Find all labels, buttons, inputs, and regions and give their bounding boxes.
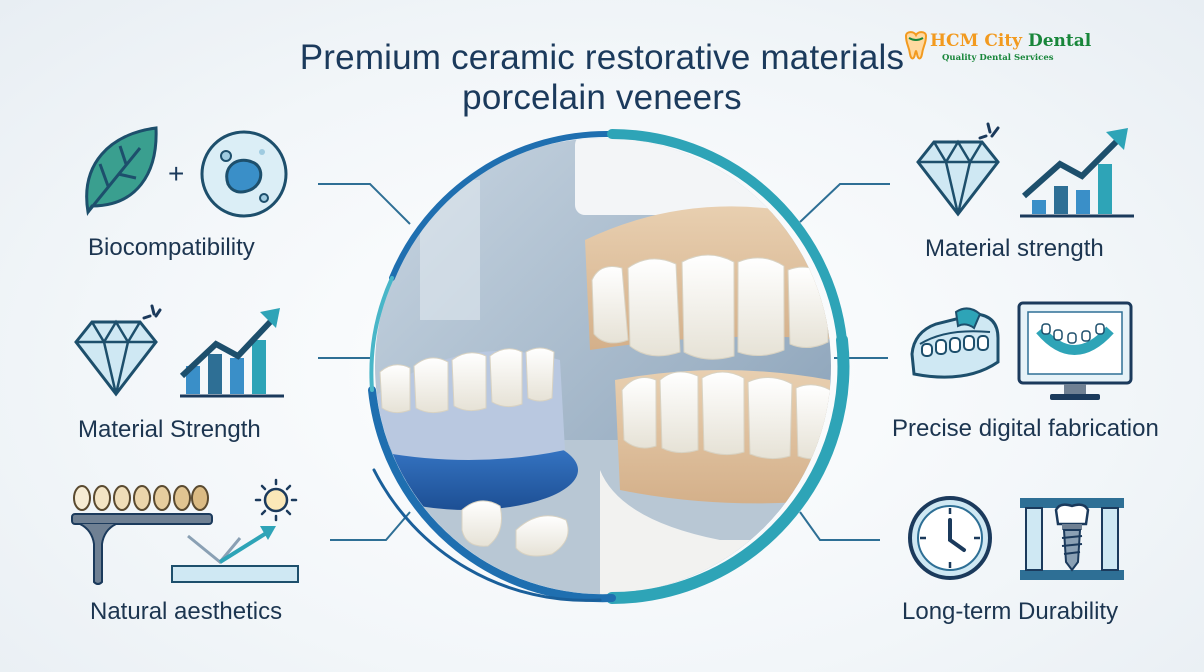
feature-label-material-strength-right: Material strength — [925, 235, 1104, 262]
veneer-photo — [375, 138, 831, 594]
sparkle-icon — [978, 122, 1000, 140]
tooth-logo-icon — [904, 31, 928, 60]
diamond-icon — [916, 139, 1000, 217]
page-title-line-1: Premium ceramic restorative materials — [299, 38, 905, 77]
photo-ring — [368, 129, 850, 604]
brand-name: HCM City Dental — [930, 31, 1092, 51]
connector-natural-aesthetics — [330, 511, 411, 541]
feature-label-natural-aesthetics: Natural aesthetics — [90, 598, 283, 625]
clock-icon — [908, 496, 992, 580]
dental-implant-icon — [1020, 498, 1124, 580]
leaf-icon — [85, 126, 158, 216]
dental-scan-model-icon — [910, 307, 1000, 379]
brand-tagline: Quality Dental Services — [942, 53, 1054, 63]
feature-label-biocompatibility: Biocompatibility — [88, 234, 255, 261]
monitor-icon — [1017, 301, 1133, 400]
connector-biocompatibility — [318, 183, 411, 225]
feature-label-material-strength-left: Material Strength — [78, 416, 261, 443]
plus-icon: + — [168, 158, 185, 189]
growth-chart-icon — [1020, 128, 1134, 218]
feature-label-digital-fabrication: Precise digital fabrication — [892, 415, 1159, 442]
sparkle-icon — [142, 304, 162, 320]
growth-chart-icon — [180, 308, 284, 398]
sun-reflection-icon — [171, 478, 299, 583]
connector-durability — [799, 511, 880, 541]
page-title-line-2: porcelain veneers — [462, 78, 742, 117]
connector-material-strength-right — [799, 183, 890, 223]
diamond-icon — [74, 319, 158, 397]
shade-guide-icon — [71, 485, 213, 585]
feature-label-durability: Long-term Durability — [902, 598, 1119, 625]
cell-icon — [200, 130, 288, 218]
brand-logo: HCM City Dental Quality Dental Services — [902, 30, 1091, 70]
